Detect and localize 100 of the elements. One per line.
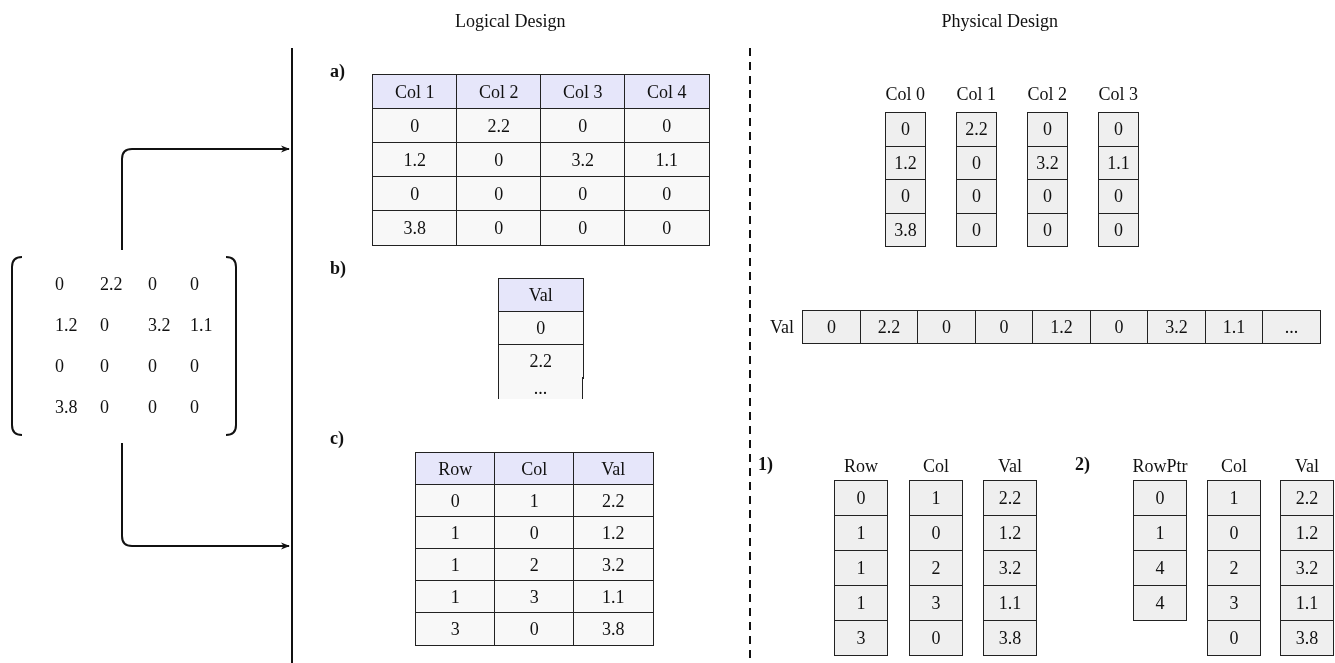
table-cell: 1 bbox=[494, 484, 575, 518]
table-cell: 0 bbox=[540, 176, 626, 212]
matrix-entry: 1.1 bbox=[190, 316, 213, 334]
table-cell: 0 bbox=[415, 484, 496, 518]
header-cell: Col 3 bbox=[540, 74, 626, 110]
matrix-entry: 0 bbox=[55, 357, 64, 375]
column-heading: Val bbox=[1295, 457, 1319, 475]
table-cell: 0 bbox=[456, 176, 542, 212]
table-cell: 3.2 bbox=[573, 548, 654, 582]
column-heading: Col bbox=[1221, 457, 1247, 475]
array-cell: 0 bbox=[1207, 515, 1261, 551]
array-cell: 0 bbox=[834, 480, 888, 516]
array-cell: 0 bbox=[909, 515, 963, 551]
table-cell: 0 bbox=[540, 108, 626, 144]
matrix-entry: 0 bbox=[148, 398, 157, 416]
table-cell: 3.8 bbox=[573, 612, 654, 646]
array-cell: 0 bbox=[1098, 179, 1139, 214]
matrix bbox=[12, 255, 236, 437]
array-cell: 4 bbox=[1133, 585, 1187, 621]
array-cell: 0 bbox=[974, 310, 1034, 344]
array-cell: 3 bbox=[1207, 585, 1261, 621]
panel-label: 1) bbox=[758, 455, 773, 473]
array-cell: 0 bbox=[885, 112, 926, 147]
array-cell: 1 bbox=[1133, 515, 1187, 551]
table-cell: 2 bbox=[494, 548, 575, 582]
array-label: Val bbox=[770, 318, 794, 336]
header-cell: Val bbox=[498, 278, 584, 313]
table-cell: 0 bbox=[372, 108, 458, 144]
matrix-entry: 0 bbox=[148, 357, 157, 375]
array-cell: 0 bbox=[802, 310, 861, 344]
array-cell: 0 bbox=[1133, 480, 1187, 516]
divider-line bbox=[291, 48, 293, 663]
table-cell: 1.1 bbox=[573, 580, 654, 614]
table-cell: 0 bbox=[624, 108, 710, 144]
array-cell: 0 bbox=[1027, 179, 1068, 214]
column-heading: Col 2 bbox=[1027, 85, 1067, 103]
matrix-entry: 0 bbox=[55, 275, 64, 293]
table-cell: 0 bbox=[372, 176, 458, 212]
array-cell: 3 bbox=[834, 620, 888, 656]
table-cell: 3 bbox=[415, 612, 496, 646]
panel-label: a) bbox=[330, 62, 345, 80]
column-heading: Col 3 bbox=[1098, 85, 1138, 103]
table-cell: 0 bbox=[624, 176, 710, 212]
header-cell: Col 2 bbox=[456, 74, 542, 110]
array-cell: 2.2 bbox=[859, 310, 919, 344]
array-cell: 3.2 bbox=[983, 550, 1037, 586]
matrix-entry: 0 bbox=[190, 275, 199, 293]
array-cell: 3.8 bbox=[1280, 620, 1334, 656]
matrix-entry: 2.2 bbox=[100, 275, 123, 293]
matrix-entry: 0 bbox=[100, 398, 109, 416]
table-cell: 1 bbox=[415, 580, 496, 614]
table-cell: 0 bbox=[494, 612, 575, 646]
array-cell: 1 bbox=[834, 550, 888, 586]
table-cell: 0 bbox=[540, 210, 626, 246]
matrix-entry: 0 bbox=[100, 357, 109, 375]
matrix-entry: 3.2 bbox=[148, 316, 171, 334]
header-cell: Col bbox=[494, 452, 575, 486]
array-cell: 0 bbox=[917, 310, 976, 344]
table-cell: 1.2 bbox=[372, 142, 458, 178]
header-cell: Col 4 bbox=[624, 74, 710, 110]
column-heading: Col bbox=[923, 457, 949, 475]
array-cell: 0 bbox=[956, 212, 997, 247]
panel-label: c) bbox=[330, 429, 344, 447]
heading: Physical Design bbox=[941, 12, 1058, 30]
column-heading: Val bbox=[998, 457, 1022, 475]
matrix-entry: 0 bbox=[190, 357, 199, 375]
table-cell: 1 bbox=[415, 516, 496, 550]
panel-label: b) bbox=[330, 259, 346, 277]
array-cell: 0 bbox=[1098, 112, 1139, 147]
array-cell: 3.8 bbox=[983, 620, 1037, 656]
table-cell: 0 bbox=[498, 311, 584, 346]
array-cell: 2 bbox=[1207, 550, 1261, 586]
table-cell: 0 bbox=[494, 516, 575, 550]
column-heading: Col 0 bbox=[885, 85, 925, 103]
column-heading: RowPtr bbox=[1132, 457, 1188, 475]
matrix-entry: 0 bbox=[148, 275, 157, 293]
array-cell: 1 bbox=[909, 480, 963, 516]
header-cell: Col 1 bbox=[372, 74, 458, 110]
array-cell: 0 bbox=[885, 179, 926, 214]
array-cell: 0 bbox=[1207, 620, 1261, 656]
matrix-entry: 3.8 bbox=[55, 398, 78, 416]
arrow bbox=[121, 145, 290, 251]
matrix-entry: 0 bbox=[100, 316, 109, 334]
array-cell: 4 bbox=[1133, 550, 1187, 586]
header-cell: Val bbox=[573, 452, 654, 486]
table-cell: 0 bbox=[624, 210, 710, 246]
table-cell: 2.2 bbox=[456, 108, 542, 144]
table-cell: 2.2 bbox=[573, 484, 654, 518]
array-cell: 0 bbox=[1089, 310, 1149, 344]
table-cell: 3 bbox=[494, 580, 575, 614]
matrix-entry: 0 bbox=[190, 398, 199, 416]
array-cell: 1.1 bbox=[983, 585, 1037, 621]
array-cell: 3.2 bbox=[1280, 550, 1334, 586]
array-cell: ... bbox=[1262, 310, 1321, 344]
array-cell: 0 bbox=[1027, 112, 1068, 147]
matrix-entry: 1.2 bbox=[55, 316, 78, 334]
column-heading: Col 1 bbox=[956, 85, 996, 103]
panel-label: 2) bbox=[1075, 455, 1090, 473]
array-cell: 2 bbox=[909, 550, 963, 586]
table-cell: 1.1 bbox=[624, 142, 710, 178]
